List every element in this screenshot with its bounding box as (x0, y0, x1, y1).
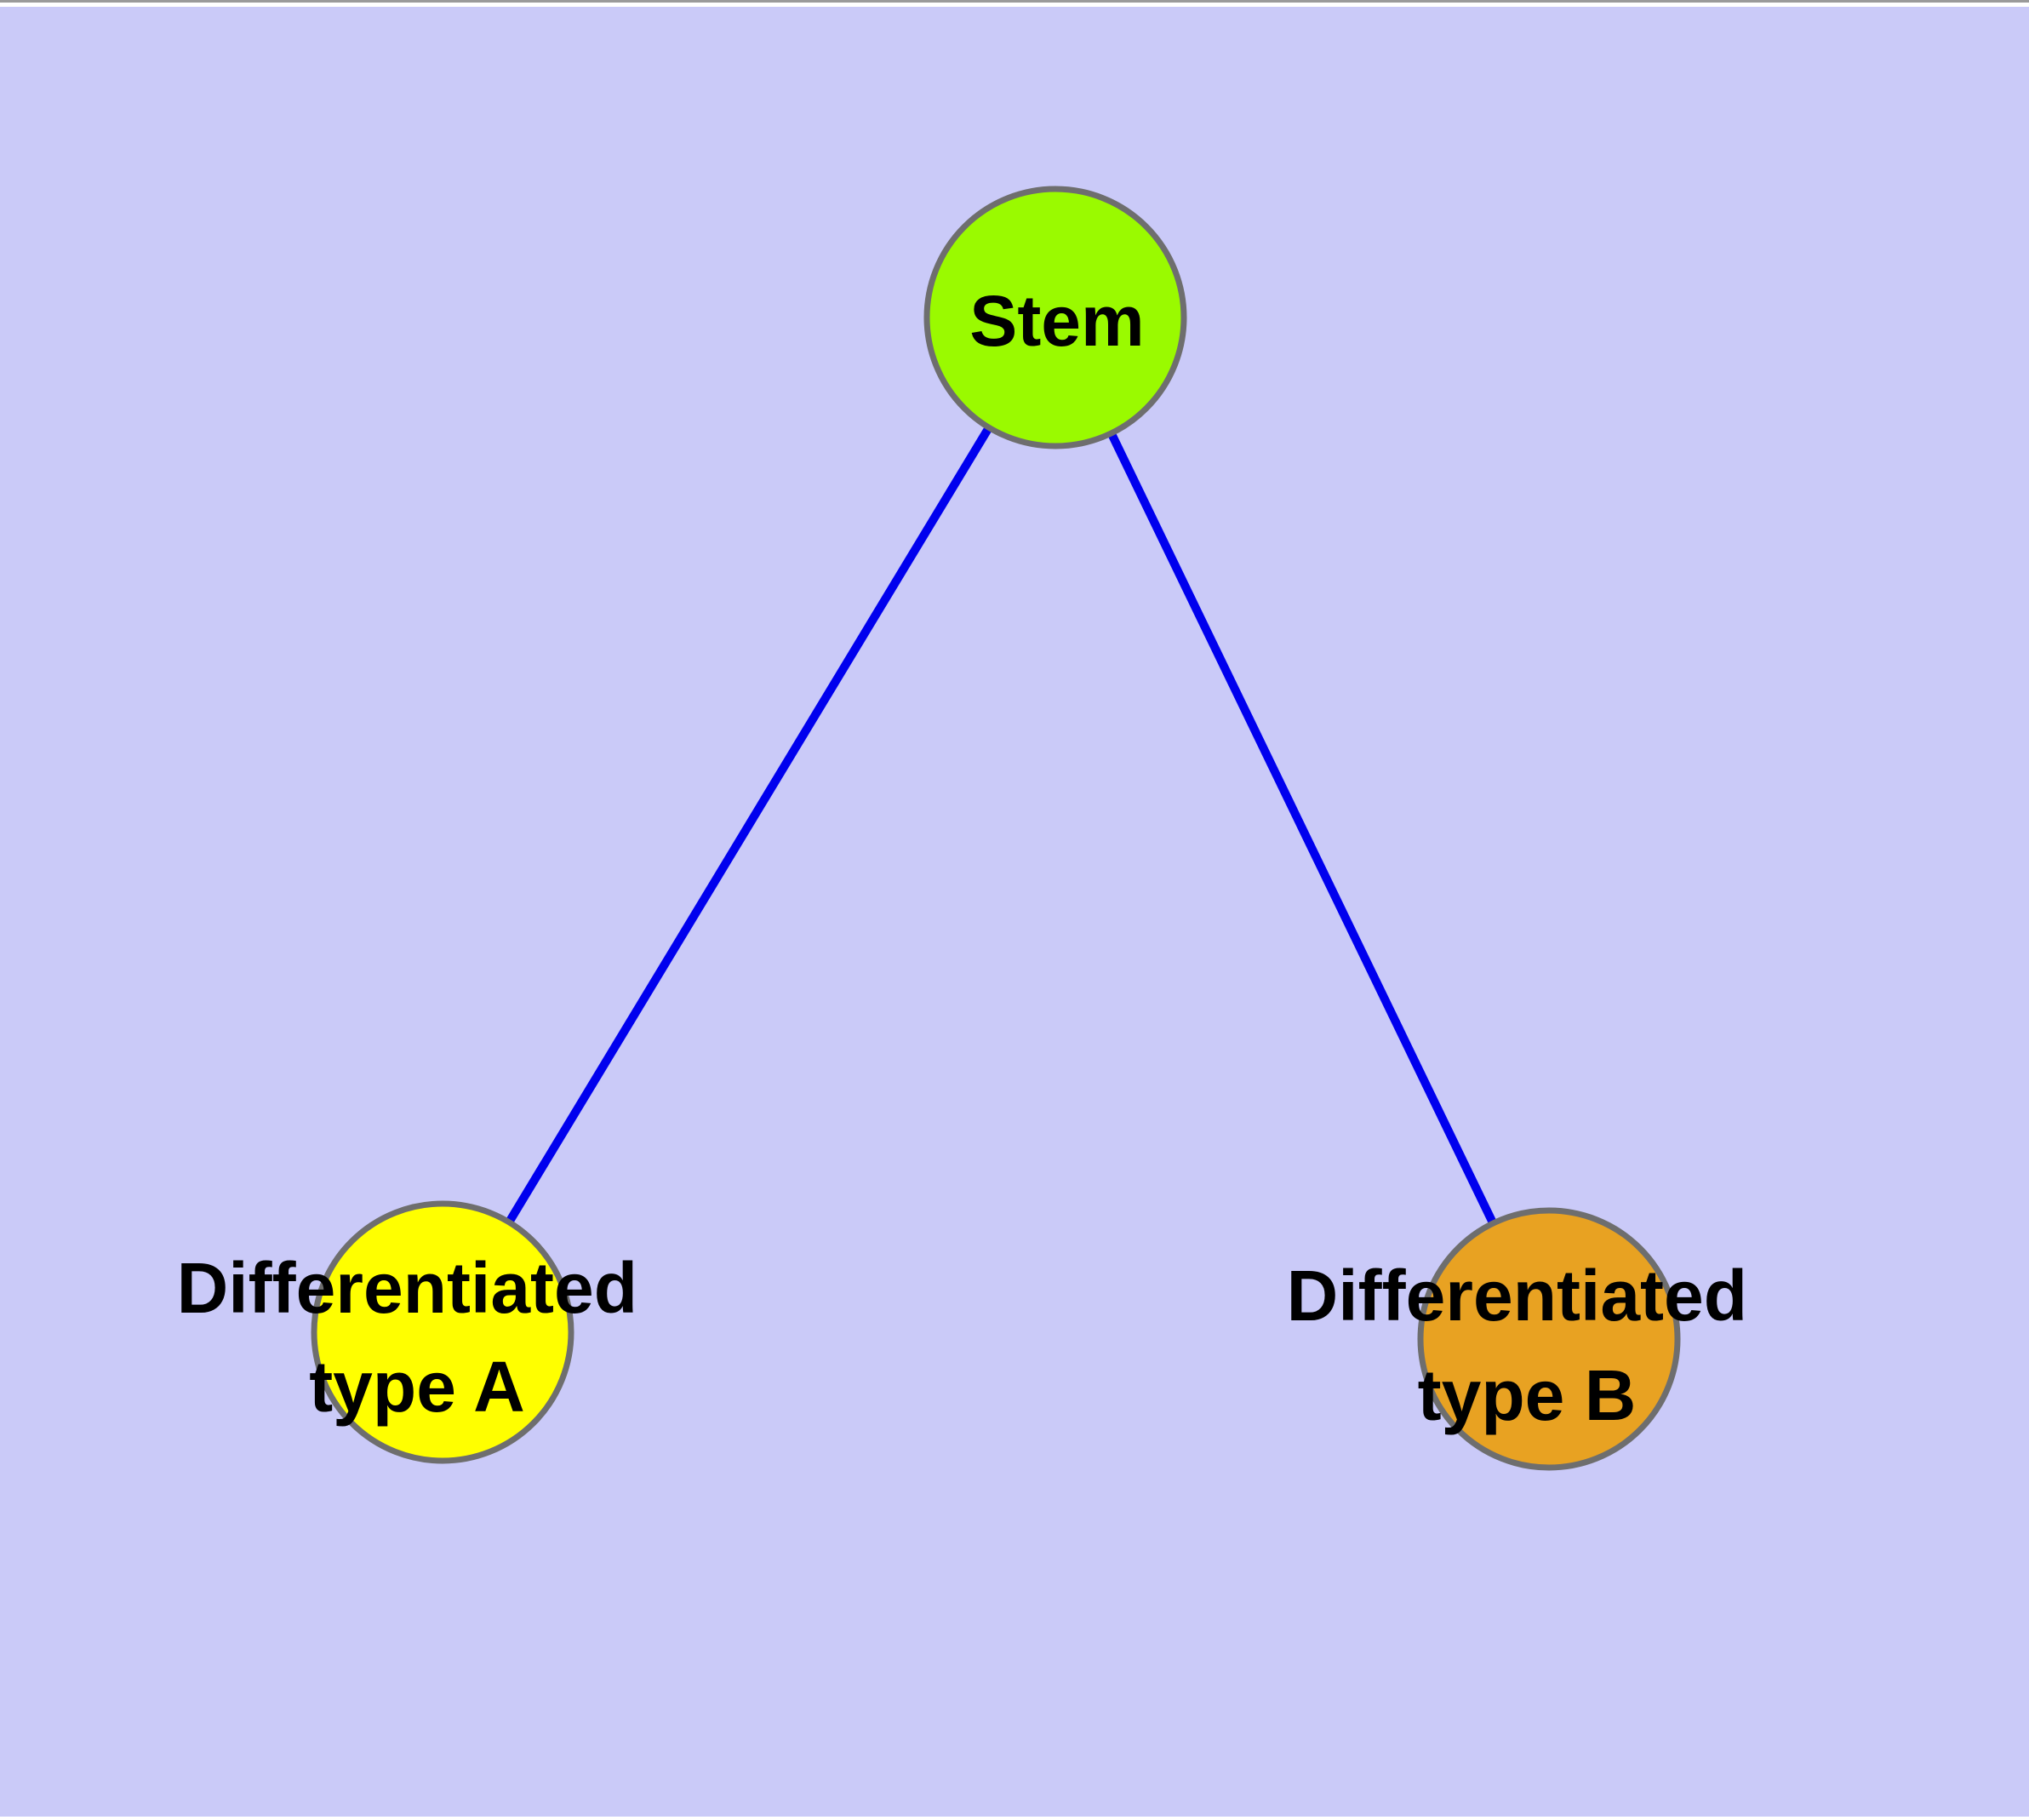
node-type-b-label-line1: Differentiated (1287, 1256, 1747, 1336)
node-type-a-label-line1: Differentiated (177, 1248, 637, 1328)
node-stem (923, 186, 1187, 449)
edge-stem-to-type-b (1051, 315, 1553, 1342)
node-type-b (1417, 1207, 1681, 1471)
node-type-a (311, 1200, 574, 1464)
node-stem-label: Stem (969, 281, 1144, 361)
node-type-a-label: Differentiated type A (177, 1248, 658, 1427)
window-edge-line (0, 0, 2029, 3)
edge-stem-to-type-a (438, 315, 1060, 1335)
node-type-b-label-line2: type B (1418, 1355, 1637, 1435)
node-type-a-label-line2: type A (309, 1347, 525, 1427)
node-type-b-label: Differentiated type B (1287, 1256, 1768, 1435)
